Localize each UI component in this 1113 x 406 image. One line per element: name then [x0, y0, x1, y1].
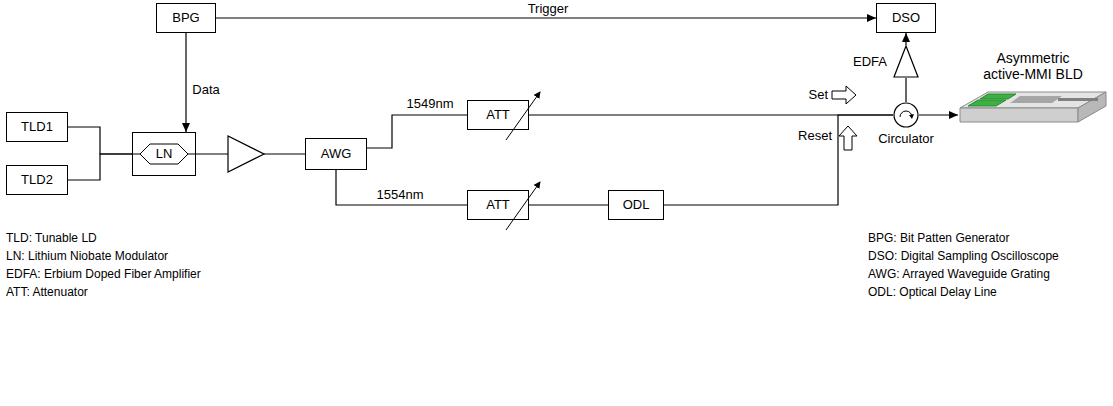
- device-chip: Asymmetric active-MMI BLD: [958, 88, 1108, 128]
- box-label: TLD2: [21, 173, 53, 187]
- component-box: AWG: [305, 138, 367, 170]
- connector-label: 1549nm: [405, 97, 456, 111]
- fiber-connector: [367, 115, 467, 148]
- circulator-symbol: [893, 102, 919, 128]
- fiber-connector: [185, 33, 186, 132]
- box-label: ATT: [486, 198, 510, 212]
- abbreviation-note: AWG: Arrayed Waveguide Grating: [868, 268, 1050, 281]
- fiber-connector: [68, 127, 132, 154]
- box-label: DSO: [892, 11, 920, 25]
- abbreviation-note: DSO: Digital Sampling Oscilloscope: [868, 250, 1059, 263]
- fiber-connector: [905, 78, 906, 102]
- circulator-symbol: Circulator: [893, 102, 919, 128]
- connector-label: Trigger: [526, 2, 571, 16]
- box-label: AWG: [321, 147, 352, 161]
- amplifier-symbol: [228, 136, 264, 172]
- box-label: ATT: [486, 108, 510, 122]
- hollow-arrow: [832, 86, 856, 104]
- modulator-symbol: [132, 144, 196, 164]
- box-label: LN: [156, 147, 173, 161]
- fiber-connector: [529, 204, 608, 205]
- component-label: Circulator: [878, 132, 934, 146]
- component-box: ATT: [467, 100, 529, 130]
- fiber-connector: [336, 170, 467, 205]
- abbreviation-note: EDFA: Erbium Doped Fiber Amplifier: [6, 268, 201, 281]
- box-label: BPG: [172, 11, 199, 25]
- fiber-connector: [68, 154, 132, 180]
- connector-label: Data: [190, 83, 221, 97]
- box-label: ODL: [623, 198, 650, 212]
- component-box: ODL: [608, 190, 664, 220]
- box-label: TLD1: [21, 120, 53, 134]
- component-box: LN: [132, 132, 196, 176]
- amplifier-symbol: EDFA: [893, 45, 919, 78]
- abbreviation-note: ODL: Optical Delay Line: [868, 286, 997, 299]
- abbreviation-note: TLD: Tunable LD: [6, 232, 97, 245]
- component-box: TLD2: [6, 165, 68, 195]
- signal-label: Set: [808, 88, 828, 102]
- device-chip: [958, 88, 1108, 128]
- fiber-connector: [216, 17, 876, 18]
- component-label: EDFA: [853, 54, 887, 68]
- component-box: TLD1: [6, 112, 68, 142]
- abbreviation-note: ATT: Attenuator: [6, 286, 88, 299]
- fiber-connector: [905, 33, 906, 45]
- component-box: BPG: [156, 3, 216, 33]
- connector-label: 1554nm: [375, 188, 426, 202]
- component-box: ATT: [467, 190, 529, 220]
- abbreviation-note: LN: Lithium Niobate Modulator: [6, 250, 168, 263]
- fiber-connector: [919, 114, 958, 115]
- component-label: Asymmetric active-MMI BLD: [974, 51, 1092, 82]
- signal-label: Reset: [798, 129, 832, 143]
- hollow-arrow: [839, 126, 857, 150]
- amplifier-symbol: [893, 45, 919, 78]
- component-box: DSO: [876, 3, 936, 33]
- abbreviation-note: BPG: Bit Patten Generator: [868, 232, 1009, 245]
- fiber-connector: [664, 115, 893, 205]
